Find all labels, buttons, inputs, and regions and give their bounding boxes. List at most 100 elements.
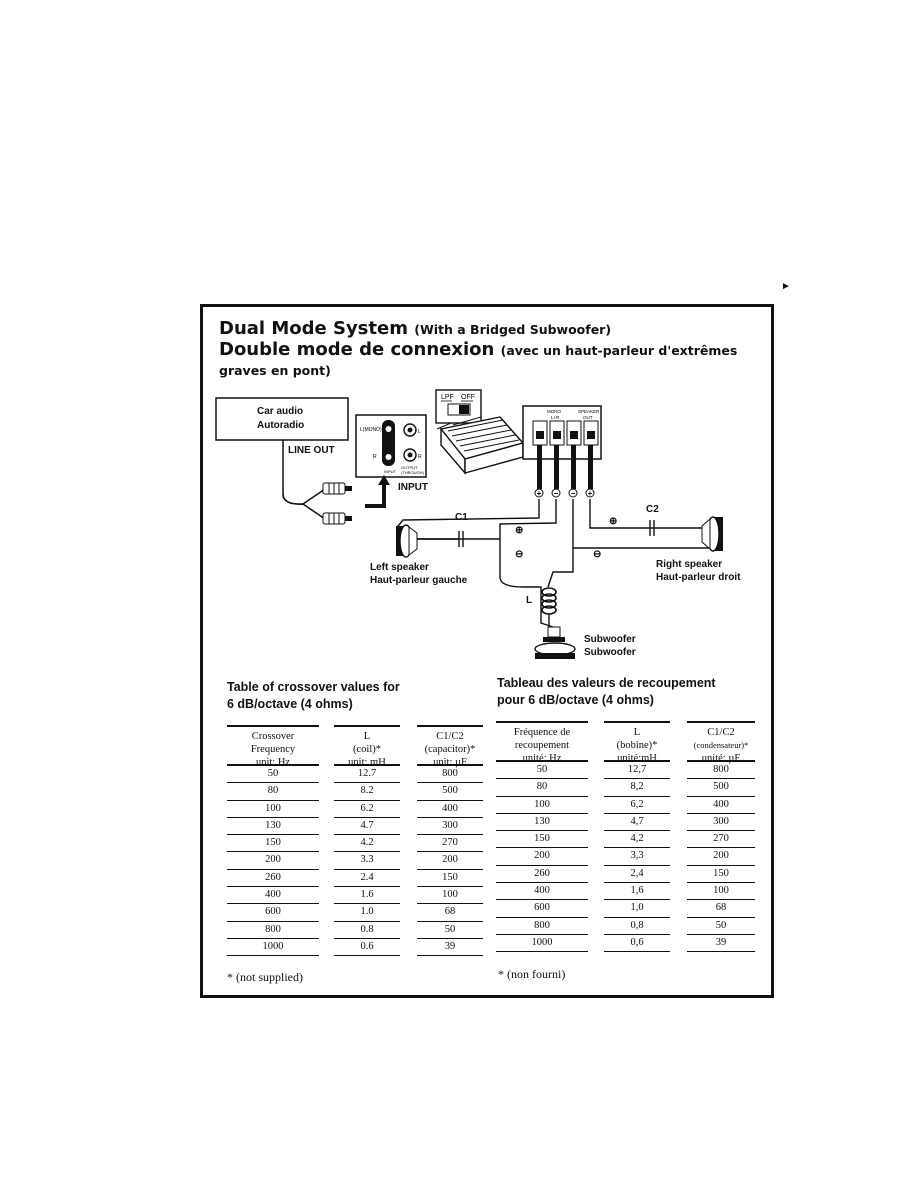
- wiring-diagram: Car audio Autoradio LINE OUT L(MONO) R: [215, 389, 741, 659]
- table-cell: 4,7: [604, 814, 670, 832]
- table-fr-title: Tableau des valeurs de recoupement pour …: [497, 675, 716, 709]
- table-cell: 150: [227, 835, 319, 853]
- header-line: unit: µF: [433, 757, 467, 768]
- header-line: (condensateur)*: [693, 740, 749, 750]
- table-fr-capacitor-column: C1/C2 (condensateur)* unité: µF 800 500 …: [687, 721, 755, 953]
- off-label: OFF: [461, 394, 475, 401]
- table-cell: 270: [417, 835, 483, 853]
- table-cell: 260: [496, 866, 588, 884]
- right-minus-label: ⊖: [593, 549, 601, 560]
- table-cell: 8.2: [334, 783, 400, 801]
- table-cell: 800: [417, 766, 483, 784]
- title-french-sub-2: graves en pont): [219, 363, 331, 378]
- table-cell: 270: [687, 831, 755, 849]
- table-en-title: Table of crossover values for 6 dB/octav…: [227, 679, 400, 713]
- table-cell: 150: [496, 831, 588, 849]
- table-cell: 6.2: [334, 801, 400, 818]
- table-cell: 3.3: [334, 852, 400, 870]
- table-cell: 4,2: [604, 831, 670, 849]
- table-cell: 68: [417, 904, 483, 922]
- table-cell: 3,3: [604, 848, 670, 866]
- table-fr-title-line1: Tableau des valeurs de recoupement: [497, 676, 716, 690]
- table-fr-coil-header: L (bobine)* unité:mH: [604, 721, 670, 764]
- title-english-main: Dual Mode System: [219, 318, 408, 339]
- speaker-label: SPEAKER: [578, 409, 600, 414]
- table-fr-coil-column: L (bobine)* unité:mH 12,7 8,2 6,2 4,7 4,…: [604, 721, 670, 953]
- table-en-frequency-column: Crossover Frequency unit: Hz 50 80 100 1…: [227, 725, 319, 957]
- table-cell: 260: [227, 870, 319, 888]
- car-audio-label: Car audio: [257, 406, 303, 417]
- left-minus-label: ⊖: [515, 549, 523, 560]
- table-cell: 800: [227, 922, 319, 939]
- table-cell: 1,6: [604, 883, 670, 901]
- input-label: INPUT: [398, 482, 428, 493]
- instruction-box: Dual Mode System (With a Bridged Subwoof…: [200, 304, 774, 998]
- table-en-coil-header: L (coil)* unit: mH: [334, 725, 400, 768]
- table-cell: 80: [496, 779, 588, 797]
- table-cell: 12.7: [334, 766, 400, 784]
- header-line: unité: Hz: [522, 753, 562, 764]
- table-cell: 100: [227, 801, 319, 818]
- table-cell: 600: [496, 900, 588, 918]
- table-cell: 4.7: [334, 818, 400, 836]
- header-line: Fréquence de: [513, 727, 571, 738]
- lmono-label: L(MONO): [360, 427, 382, 433]
- table-cell: 150: [417, 870, 483, 888]
- table-cell: 100: [687, 883, 755, 901]
- subwoofer-label-fr: Subwoofer: [584, 647, 636, 658]
- table-cell: 12,7: [604, 762, 670, 780]
- table-cell: 500: [687, 779, 755, 797]
- output-label: OUTPUT: [401, 465, 418, 470]
- table-cell: 400: [417, 801, 483, 818]
- table-cell: 6,2: [604, 797, 670, 814]
- c2-label: C2: [646, 504, 659, 515]
- output-r-label: R: [418, 454, 422, 460]
- line-out-label: LINE OUT: [288, 445, 335, 456]
- right-speaker-label: Right speaker: [656, 559, 722, 570]
- table-en-title-line1: Table of crossover values for: [227, 680, 400, 694]
- table-cell: 200: [687, 848, 755, 866]
- coil-label: L: [526, 595, 532, 606]
- header-line: L: [633, 727, 641, 738]
- table-cell: 8,2: [604, 779, 670, 797]
- svg-text:−: −: [571, 489, 576, 498]
- left-speaker-label: Left speaker: [370, 562, 429, 573]
- table-cell: 200: [417, 852, 483, 870]
- header-line: unité: µF: [701, 753, 741, 764]
- title-english: Dual Mode System (With a Bridged Subwoof…: [219, 318, 611, 339]
- input-arrow-icon: [378, 475, 390, 485]
- header-line: L: [363, 731, 371, 742]
- table-cell: 4.2: [334, 835, 400, 853]
- header-line: (bobine)*: [616, 740, 658, 751]
- table-cell: 68: [687, 900, 755, 918]
- header-line: C1/C2: [707, 727, 735, 738]
- rca-plug-lower-icon: [322, 512, 352, 525]
- subwoofer-label: Subwoofer: [584, 634, 636, 645]
- output-l-label: L: [418, 429, 421, 435]
- autoradio-label: Autoradio: [257, 420, 304, 431]
- table-cell: 100: [496, 797, 588, 814]
- table-fr-footnote: * (non fourni): [498, 967, 566, 981]
- amplifier-icon: [436, 416, 525, 475]
- table-en-coil-column: L (coil)* unit: mH 12.7 8.2 6.2 4.7 4.2 …: [334, 725, 400, 957]
- table-cell: 1,0: [604, 900, 670, 918]
- title-english-sub: (With a Bridged Subwoofer): [414, 322, 612, 337]
- header-line: (coil)*: [353, 744, 381, 755]
- input-jacks-icon: [382, 420, 395, 466]
- table-cell: 39: [417, 939, 483, 957]
- table-cell: 2.4: [334, 870, 400, 888]
- table-cell: 400: [687, 797, 755, 814]
- table-cell: 50: [417, 922, 483, 939]
- mono-label: MONO: [547, 409, 561, 414]
- table-cell: 130: [227, 818, 319, 836]
- table-fr-frequency-header: Fréquence de recoupement unité: Hz: [496, 721, 588, 764]
- table-cell: 800: [687, 762, 755, 780]
- table-cell: 300: [687, 814, 755, 832]
- table-cell: 0,6: [604, 935, 670, 953]
- title-french-sub: (avec un haut-parleur d'extrêmes: [500, 343, 738, 358]
- through-label: (THROUGH): [401, 470, 425, 475]
- table-cell: 80: [227, 783, 319, 801]
- title-french-main: Double mode de connexion: [219, 339, 495, 360]
- right-speaker-label-fr: Haut-parleur droit: [656, 572, 741, 583]
- table-cell: 0.6: [334, 939, 400, 957]
